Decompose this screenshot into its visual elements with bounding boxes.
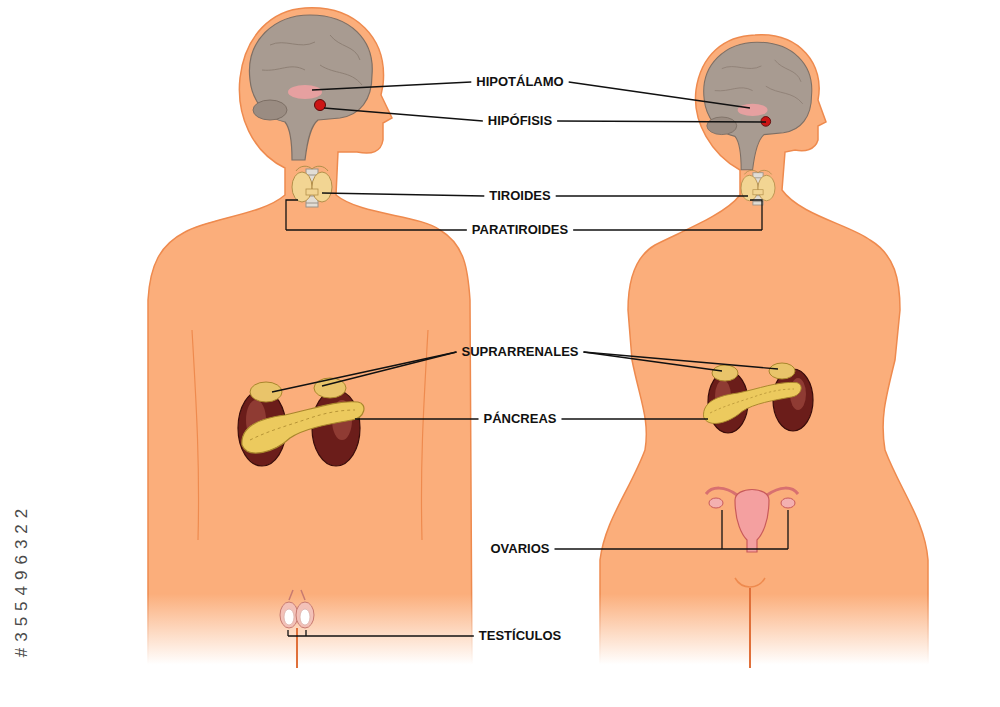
leader-line (288, 635, 474, 636)
female-body (735, 578, 765, 587)
leader-line (272, 82, 788, 636)
leader-line (556, 195, 748, 196)
pancreas (710, 389, 794, 413)
brain (253, 100, 287, 120)
testes (296, 628, 298, 668)
adrenal-gland (769, 363, 795, 379)
thyroid (758, 175, 775, 201)
leader-line (561, 418, 708, 419)
organ-label: PÁNCREAS (484, 411, 557, 427)
pancreas (703, 382, 801, 423)
leader-line (555, 548, 789, 549)
leader-line (584, 352, 779, 369)
testes (296, 602, 314, 628)
testes (280, 602, 298, 628)
leader-line (322, 193, 484, 196)
testes (300, 609, 310, 625)
pancreas (242, 402, 364, 453)
brain (262, 35, 362, 85)
watermark-number: #355496322 (12, 503, 32, 658)
brain (704, 42, 812, 170)
adrenal-gland (712, 363, 795, 381)
female-body (749, 588, 751, 668)
pancreas (242, 402, 364, 453)
female-body (600, 35, 928, 670)
thyroid (292, 166, 332, 207)
leader-line (787, 510, 788, 549)
thyroid (744, 170, 771, 174)
uterus-ovaries (767, 488, 798, 495)
adrenal-gland (250, 382, 282, 402)
leader-line (721, 510, 722, 549)
leader-line (312, 82, 471, 90)
thyroid (306, 189, 318, 195)
thyroid (312, 172, 332, 202)
organ-label: TIROIDES (489, 188, 550, 204)
organ-label: HIPÓFISIS (488, 113, 552, 129)
organ-label: TESTÍCULOS (479, 628, 561, 644)
female-body (600, 35, 928, 670)
brain (707, 117, 737, 135)
leader-line (305, 630, 306, 636)
uterus-ovaries (706, 488, 737, 495)
male-body (421, 330, 428, 540)
male-body (148, 8, 472, 670)
testes (284, 609, 294, 625)
leader-line (750, 200, 762, 230)
leader-line (557, 121, 766, 122)
male-body (148, 8, 472, 670)
brain (288, 85, 322, 99)
leader-line (584, 352, 723, 371)
leader-line (322, 352, 456, 386)
organ-label: SUPRARRENALES (461, 344, 578, 360)
organ-label: OVARIOS (491, 541, 550, 557)
organ-label: HIPOTÁLAMO (476, 74, 563, 90)
testes (280, 590, 314, 668)
leader-line (324, 108, 483, 121)
leader-line (286, 229, 467, 230)
leader-line (287, 630, 288, 636)
leader-line (286, 200, 298, 230)
pancreas (250, 410, 355, 440)
male-body (192, 330, 199, 540)
pancreas (703, 382, 801, 423)
uterus-ovaries (706, 488, 798, 552)
brain (704, 42, 812, 170)
uterus-ovaries (709, 498, 723, 508)
brain (315, 100, 326, 111)
adrenal-gland (712, 365, 738, 381)
uterus-ovaries (735, 490, 769, 553)
thyroid (292, 172, 312, 202)
brain (715, 60, 803, 104)
thyroid (753, 190, 763, 195)
leader-line (355, 418, 479, 419)
leader-line (573, 229, 762, 230)
thyroid (296, 166, 328, 171)
brain (738, 104, 768, 116)
leader-line (272, 352, 456, 392)
adrenal-gland (250, 378, 346, 402)
testes (289, 590, 305, 600)
organ-label: PARATIROIDES (472, 222, 568, 238)
thyroid (741, 175, 758, 201)
leader-line (569, 82, 750, 108)
uterus-ovaries (781, 498, 795, 508)
